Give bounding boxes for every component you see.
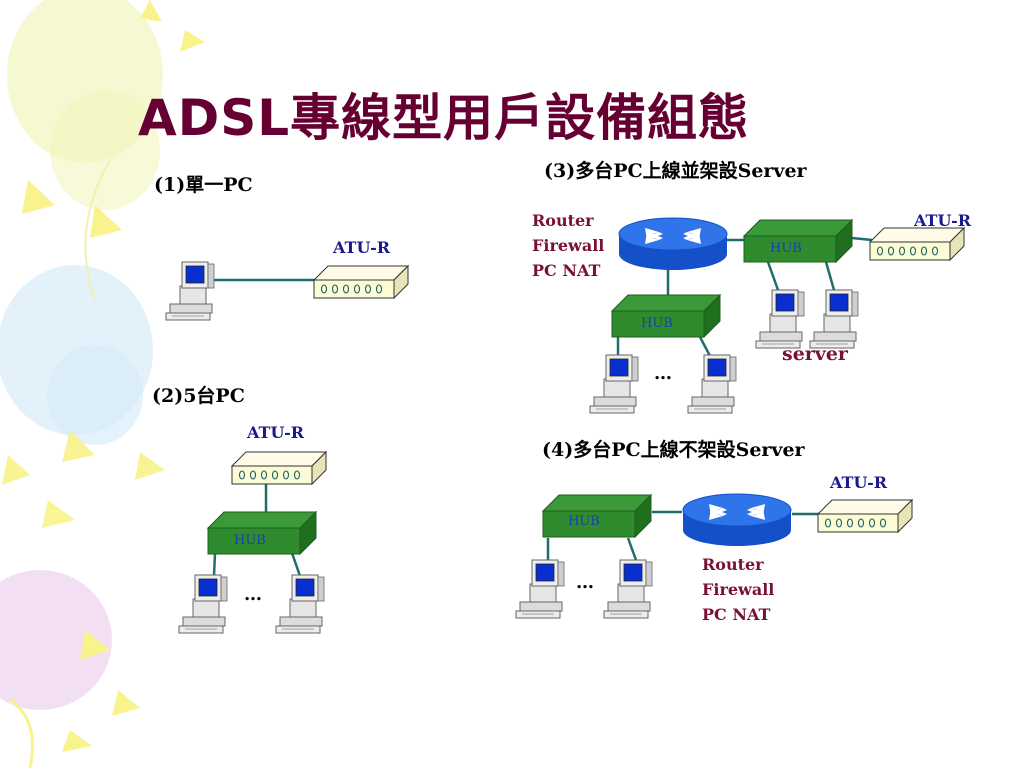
section-4-label: (4)多台PC上線不架設Server [542, 439, 805, 461]
pc-icon-s4-left [515, 559, 565, 619]
ellipsis-s3: … [654, 363, 674, 384]
cables [212, 236, 873, 577]
pc-icon-s3-right [687, 354, 737, 414]
server-icon-s3-right [809, 289, 859, 349]
pc-icon-s4-right [603, 559, 653, 619]
router-line-2: Firewall [532, 236, 605, 255]
hub-label-s4: HUB [568, 514, 600, 529]
page-title: ADSL專線型用戶設備組態 [138, 89, 750, 147]
router-label-s4: Router Firewall PC NAT [702, 552, 774, 627]
atu-r-modem-s1 [313, 265, 409, 299]
section-3-label: (3)多台PC上線並架設Server [544, 160, 807, 182]
atu-r-modem-s2 [231, 451, 327, 485]
cable-s3-hub-server1 [766, 261, 780, 291]
router-label-s3: Router Firewall PC NAT [532, 208, 604, 283]
pc-icon-s3-left [589, 354, 639, 414]
router-line-1: Router [532, 211, 594, 230]
atu-r-label-s2: ATU-R [247, 423, 305, 442]
yellow-balloon [7, 0, 205, 238]
cable-s3-hub-server2 [824, 261, 836, 291]
ellipsis-s2: … [244, 584, 264, 605]
blue-balloon [0, 265, 165, 528]
server-icon-s3-left [755, 289, 805, 349]
hub-label-s3-top: HUB [770, 241, 802, 256]
ellipsis-s4: … [576, 572, 596, 593]
router-line-1: Router [702, 555, 764, 574]
cable-s4-hub-pc2 [626, 537, 638, 561]
cable-s2-hub-pc2 [290, 552, 302, 577]
router-icon-s3 [618, 217, 728, 271]
section-1-label: (1)單一PC [154, 174, 253, 196]
atu-r-modem-s4 [817, 499, 913, 533]
pc-icon-s2-left [178, 574, 228, 634]
hub-label-s3-bottom: HUB [641, 316, 673, 331]
router-icon-s4 [682, 493, 792, 547]
pink-balloon [0, 570, 140, 768]
router-line-3: PC NAT [702, 605, 771, 624]
hub-label-s2: HUB [234, 533, 266, 548]
router-line-3: PC NAT [532, 261, 601, 280]
atu-r-label-s4: ATU-R [830, 473, 888, 492]
atu-r-label-s1: ATU-R [333, 238, 391, 257]
router-line-2: Firewall [702, 580, 775, 599]
pc-icon-s1 [165, 261, 215, 321]
cable-s3-hub-atu [851, 236, 873, 242]
cable-s2-hub-pc1 [212, 552, 217, 577]
pc-icon-s2-right [275, 574, 325, 634]
cable-s3-hub2-pc2 [698, 336, 712, 357]
atu-r-modem-s3 [869, 227, 965, 261]
section-2-label: (2)5台PC [152, 385, 245, 407]
atu-r-label-s3: ATU-R [914, 211, 972, 230]
server-label-s3: server [782, 343, 848, 365]
